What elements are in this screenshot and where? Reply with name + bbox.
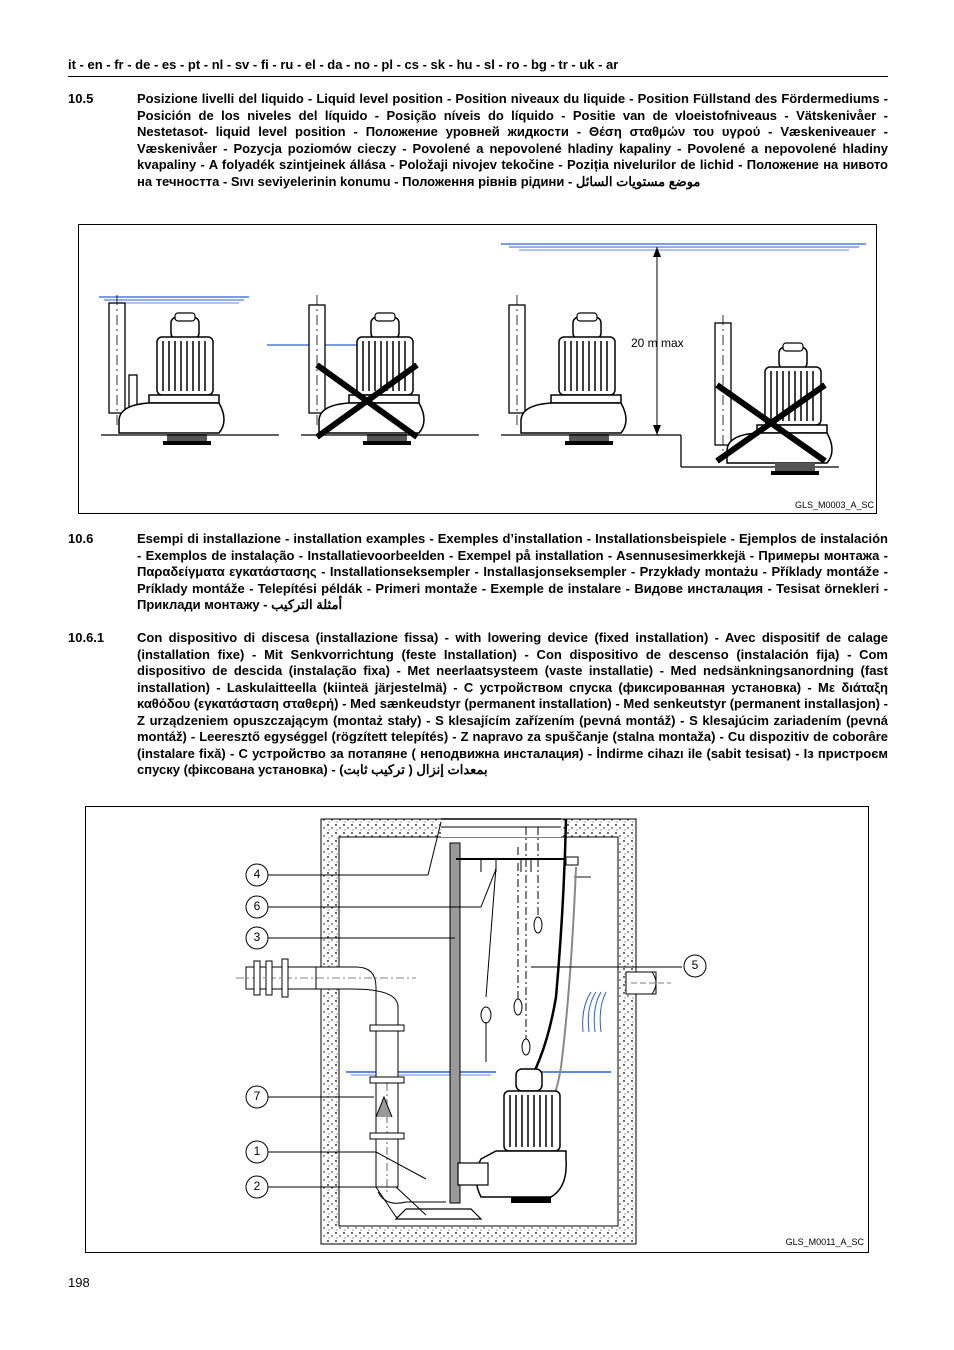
section-title: Esempi di installazione - installation e… <box>137 531 888 612</box>
inlet-pipe <box>625 971 671 995</box>
installation-figure: 4 6 3 5 7 1 2 GLS_M0011_A_SC <box>85 806 869 1253</box>
scene-1-correct <box>99 295 279 446</box>
discharge-pipe <box>236 958 446 1218</box>
max-depth-dimension <box>501 243 866 468</box>
section-number: 10.5 <box>68 91 94 106</box>
liquid-level-diagram <box>99 243 866 476</box>
installation-diagram <box>236 818 707 1245</box>
base-plate <box>394 1208 483 1220</box>
page-number: 198 <box>68 1275 90 1290</box>
max-depth-label: 20 m max <box>631 336 684 350</box>
installed-pump <box>457 1068 567 1203</box>
guide-rail <box>449 842 461 1204</box>
callout-3: 3 <box>253 930 261 944</box>
callout-1: 1 <box>253 1144 261 1158</box>
top-bracket <box>456 856 579 872</box>
section-10-5: 10.5 Posizione livelli del liquido - Liq… <box>68 91 888 190</box>
section-title: Posizione livelli del liquido - Liquid l… <box>137 91 888 189</box>
section-10-6-1: 10.6.1 Con dispositivo di discesa (insta… <box>68 630 888 779</box>
water-levels <box>346 991 611 1076</box>
liquid-level-figure: 20 m max GLS_M0003_A_SC <box>78 224 877 514</box>
float-switches <box>480 827 543 1062</box>
figure-code: GLS_M0011_A_SC <box>785 1237 864 1247</box>
callout-4: 4 <box>253 867 261 881</box>
callout-circles <box>245 863 707 1199</box>
figure-code: GLS_M0003_A_SC <box>794 500 874 510</box>
scene-2-incorrect <box>267 295 479 446</box>
section-number: 10.6.1 <box>68 630 105 645</box>
scene-3-correct <box>501 295 659 446</box>
section-number: 10.6 <box>68 531 94 546</box>
section-title: Con dispositivo di discesa (installazion… <box>137 630 888 777</box>
callout-lines <box>268 821 682 1216</box>
scene-4-incorrect <box>714 315 833 476</box>
callout-2: 2 <box>253 1179 261 1193</box>
callout-5: 5 <box>691 958 699 972</box>
section-10-6: 10.6 Esempi di installazione - installat… <box>68 531 888 614</box>
callout-6: 6 <box>253 899 261 913</box>
header-rule <box>68 76 888 77</box>
language-header: it - en - fr - de - es - pt - nl - sv - … <box>68 57 619 72</box>
callout-7: 7 <box>253 1089 261 1103</box>
